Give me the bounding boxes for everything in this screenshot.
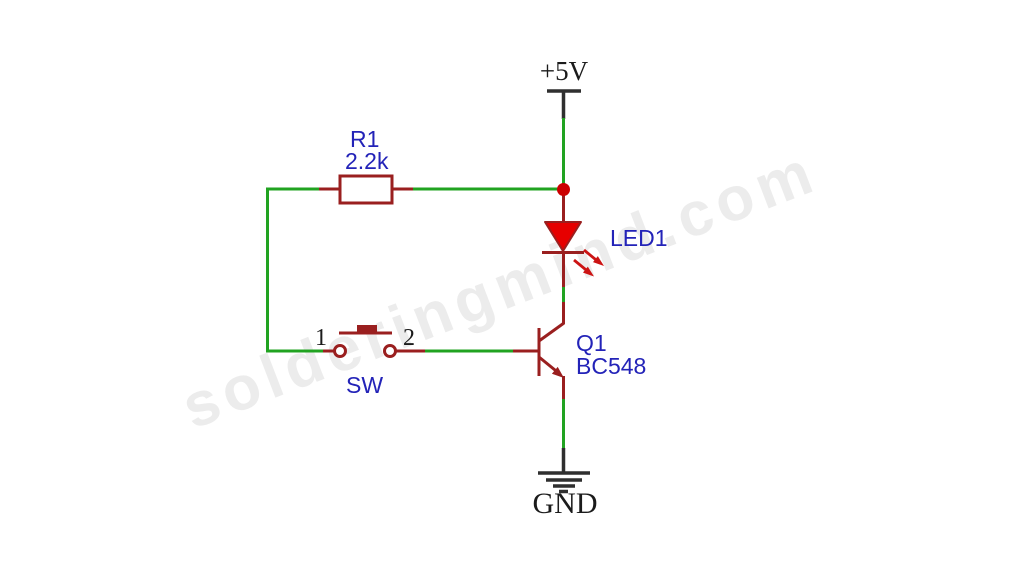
power-terminal-symbol bbox=[547, 89, 581, 119]
switch-ref-label: SW bbox=[346, 372, 384, 398]
resistor-ref-label: R1 bbox=[350, 126, 380, 152]
switch-contact-2 bbox=[383, 344, 397, 358]
power-label: +5V bbox=[539, 56, 589, 86]
transistor-ref-label: Q1 bbox=[576, 330, 607, 356]
resistor-symbol bbox=[338, 174, 394, 205]
transistor-part-label: BC548 bbox=[576, 353, 647, 379]
transistor-emitter-diagonal bbox=[538, 355, 559, 374]
led-light-arrow-1-head bbox=[593, 256, 604, 266]
transistor-collector-diagonal bbox=[538, 321, 565, 343]
transistor-symbol bbox=[537, 321, 565, 378]
transistor-emitter-arrowhead bbox=[551, 366, 564, 378]
junction-dot bbox=[557, 183, 570, 196]
led-ref-label: LED1 bbox=[610, 225, 668, 251]
led-light-arrow-2-head bbox=[583, 266, 594, 277]
switch-symbol bbox=[333, 325, 397, 358]
led-symbol bbox=[542, 194, 604, 277]
resistor-value-label: 2.2k bbox=[345, 148, 389, 174]
switch-pin2-label: 2 bbox=[403, 325, 415, 351]
switch-contact-1 bbox=[333, 344, 347, 358]
switch-pin1-label: 1 bbox=[315, 325, 327, 351]
led-triangle bbox=[544, 221, 582, 252]
switch-actuator-button bbox=[357, 325, 377, 332]
ground-symbol bbox=[538, 471, 590, 494]
ground-label: GND bbox=[532, 487, 598, 520]
